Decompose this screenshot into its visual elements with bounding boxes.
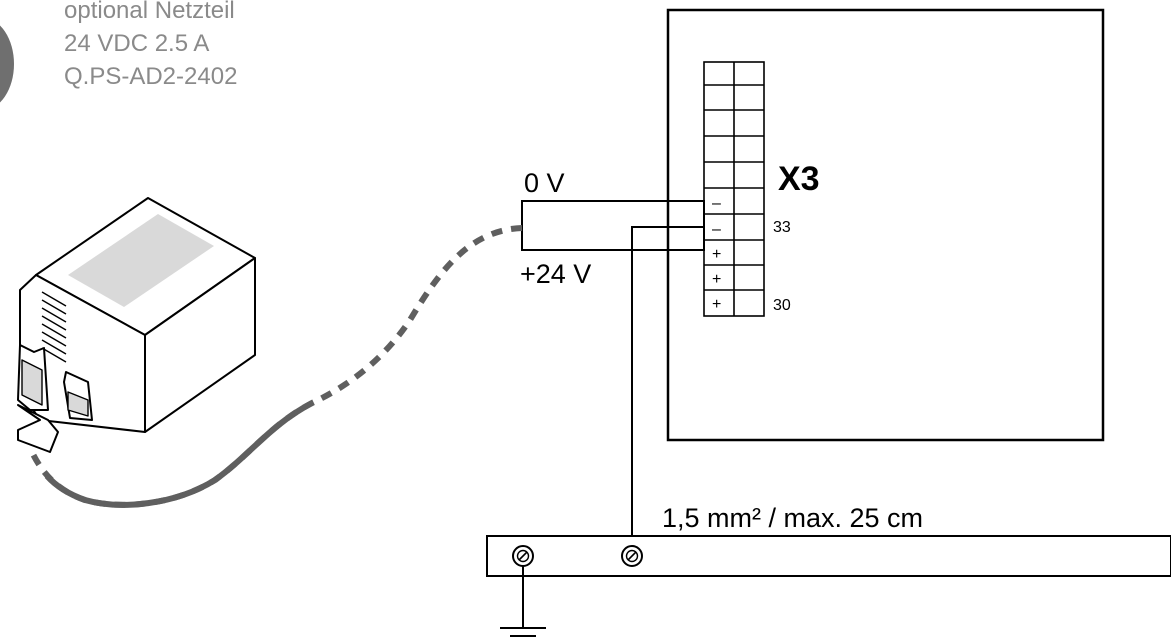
terminal-sign: –	[712, 195, 721, 212]
cable-spec-label: 1,5 mm² / max. 25 cm	[662, 503, 923, 533]
screw-terminal-1	[512, 545, 534, 567]
label-0v: 0 V	[524, 168, 565, 198]
terminal-sign: +	[712, 271, 721, 288]
note-line-3: Q.PS-AD2-2402	[64, 63, 238, 90]
terminal-signs: – – + + +	[712, 195, 721, 313]
label-plus-24v: +24 V	[520, 259, 591, 289]
power-supply-unit	[17, 197, 256, 453]
ground-wire	[631, 226, 704, 550]
terminal-block-x3	[703, 61, 765, 317]
pin-number-bottom: 30	[773, 297, 791, 314]
supply-cable-solid	[44, 400, 314, 508]
earth-ground-icon	[500, 566, 546, 637]
terminal-sign: +	[712, 246, 721, 263]
ground-bar	[486, 535, 1171, 577]
note-line-1: optional Netzteil	[64, 0, 235, 24]
terminal-sign: –	[712, 221, 721, 238]
note-line-2: 24 VDC 2.5 A	[64, 30, 210, 57]
pin-number-top: 33	[773, 219, 791, 236]
supply-wires	[521, 200, 705, 251]
screw-terminal-2	[621, 545, 643, 567]
connector-label: X3	[778, 160, 820, 198]
device-box	[666, 8, 1105, 442]
power-supply-note: optional Netzteil 24 VDC 2.5 A Q.PS-AD2-…	[64, 0, 237, 93]
terminal-sign: +	[712, 296, 721, 313]
